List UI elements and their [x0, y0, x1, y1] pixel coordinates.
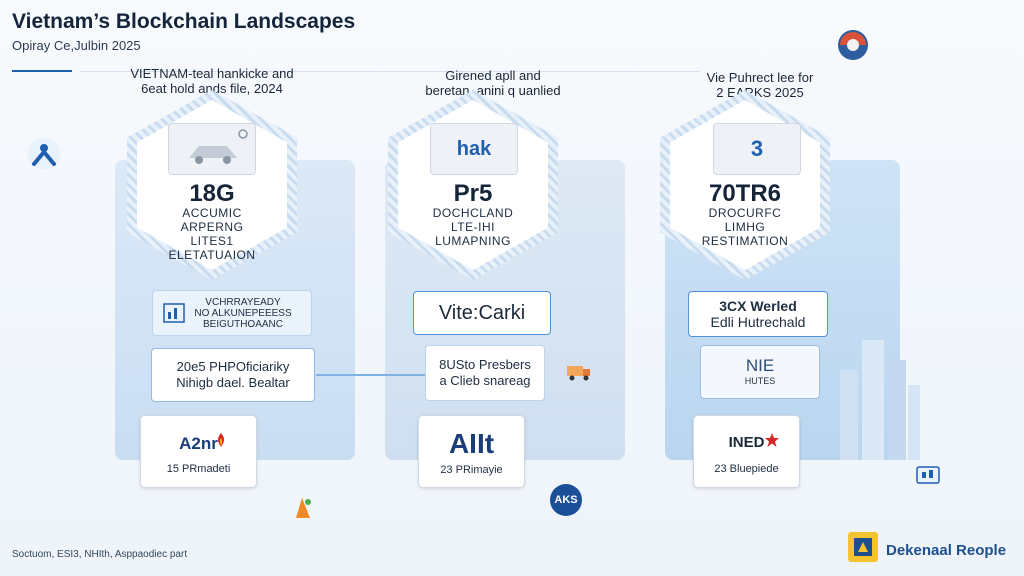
- column-2-logo-name: AIIt: [448, 428, 495, 459]
- flame-icon: [217, 433, 225, 447]
- column-3-logo-sub: 23 Bluepiede: [714, 463, 779, 475]
- column-3-heading-line: 2 EARKS 2025: [716, 85, 804, 100]
- title-underline: [12, 70, 72, 72]
- column-2-info-card: Vite:Carki: [413, 291, 551, 335]
- column-3-info-card: 3CX Werled Edli Hutrechald: [688, 291, 828, 337]
- brand-name: Dekenaal Reople: [886, 542, 1007, 559]
- info-line: NO ALKUNEPEEESS: [194, 307, 292, 319]
- badge-line: ELETATUAION: [168, 248, 256, 262]
- stat-line: 8USto Presbers: [439, 357, 531, 372]
- column-2-badge-icon: hak: [430, 123, 518, 175]
- info-line: VCHRRAYEADY: [205, 296, 281, 308]
- badge-line: RESTIMATION: [701, 234, 789, 248]
- center-circle-badge: AKS: [550, 484, 582, 516]
- badge-line: LTE-IHI: [451, 220, 495, 234]
- column-1-badge-value: 18G: [189, 180, 235, 207]
- badge-line: LITES1: [190, 234, 234, 248]
- column-2-badge-lines: DOCHCLAND LTE-IHI LUMAPNING: [393, 206, 553, 248]
- page-subtitle: Opiray Ce,Julbin 2025: [12, 38, 141, 53]
- stat-line: Nihigb dael. Bealtar: [176, 375, 290, 390]
- badge-line: DROCURFC: [708, 206, 782, 220]
- header-divider: [80, 71, 700, 72]
- city-skyline-illustration: [840, 340, 920, 460]
- column-3-badge-lines: DROCURFC LIMHG RESTIMATION: [665, 206, 825, 248]
- column-2-badge-value: Pr5: [453, 180, 493, 207]
- column-2-heading-line: beretan, anini q uanlied: [425, 83, 561, 98]
- star-icon: [765, 433, 779, 447]
- badge-line: ARPERNG: [180, 220, 244, 234]
- fire-icon: [296, 498, 311, 518]
- badge-line: DOCHCLAND: [432, 206, 514, 220]
- column-1-heading: VIETNAM-teal hankicke and 6eat hold ands…: [102, 66, 322, 96]
- truck-icon: [567, 366, 590, 381]
- connector-line: [316, 374, 426, 376]
- column-1-heading-line: VIETNAM-teal hankicke and: [130, 66, 294, 81]
- badge-line: LIMHG: [724, 220, 766, 234]
- column-1-stat-card: 20e5 PHPOficiariky Nihigb dael. Bealtar: [151, 348, 315, 402]
- info-line: Vite:Carki: [438, 302, 526, 324]
- badge-line: LUMAPNING: [435, 234, 511, 248]
- column-2-heading: Girened apll and beretan, anini q uanlie…: [383, 68, 603, 98]
- column-1-logo-card: A2nr 15 PRmadeti: [140, 415, 257, 488]
- column-2-logo-card: AIIt 23 PRimayie: [418, 415, 525, 488]
- column-1-logo-name: A2nr: [179, 434, 218, 453]
- column-3-badge-value: 70TR6: [708, 180, 782, 207]
- globe-icon: [838, 30, 868, 60]
- badge-line: ACCUMIC: [182, 206, 242, 220]
- column-3-heading: Vie Puhrect lee for 2 EARKS 2025: [650, 70, 870, 100]
- brand-logo-icon: [848, 532, 878, 562]
- info-line: Edli Hutrechald: [710, 314, 806, 330]
- column-2-heading-line: Girened apll and: [445, 68, 541, 83]
- column-1-badge-lines: ACCUMIC ARPERNG LITES1 ELETATUAION: [132, 206, 292, 262]
- chart-icon: [163, 303, 185, 323]
- column-2-logo-sub: 23 PRimayie: [440, 464, 503, 476]
- stat-line: 20e5 PHPOficiariky: [176, 359, 290, 374]
- column-3-heading-line: Vie Puhrect lee for: [706, 70, 814, 85]
- column-3-stat-card: NIE HUTES: [700, 345, 820, 399]
- stat-line: HUTES: [744, 376, 776, 386]
- column-1-logo-sub: 15 PRmadeti: [166, 463, 231, 475]
- stat-line: a Clieb snareag: [439, 373, 531, 388]
- column-1-heading-line: 6eat hold ands file, 2024: [141, 81, 283, 96]
- column-3-logo-name: INED: [728, 434, 765, 451]
- vehicle-icon: [168, 123, 256, 175]
- person-icon: [28, 138, 60, 170]
- stat-line: NIE: [745, 356, 775, 375]
- info-line: 3CX Werled: [719, 298, 797, 314]
- column-2-stat-card: 8USto Presbers a Clieb snareag: [425, 345, 545, 401]
- source-footnote: Soctuom, ESI3, NHIth, Asppaodiec part: [12, 549, 188, 560]
- chart-badge-icon: [916, 466, 940, 484]
- page-title: Vietnam’s Blockchain Landscapes: [12, 10, 356, 33]
- info-line: BEIGUTHOAANC: [202, 318, 283, 330]
- column-3-logo-card: INED 23 Bluepiede: [693, 415, 800, 488]
- column-1-info-card: VCHRRAYEADY NO ALKUNEPEEESS BEIGUTHOAANC: [152, 290, 312, 336]
- column-3-badge-icon: 3: [713, 123, 801, 175]
